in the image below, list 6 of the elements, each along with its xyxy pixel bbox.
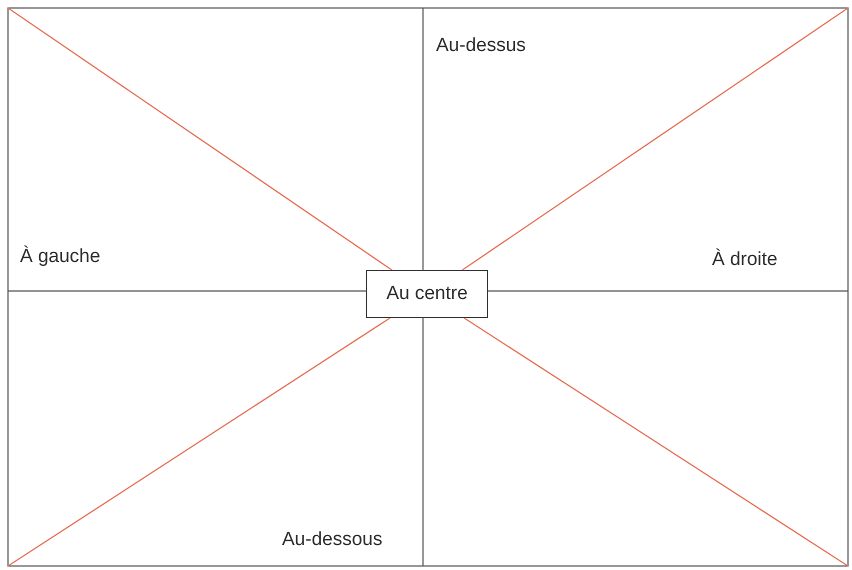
center-box [366,270,488,318]
position-label: À droite [712,248,778,272]
position-label: Au-dessous [282,528,382,552]
position-label: Au-dessus [436,34,526,58]
box-label: Au centre [386,282,468,306]
position-label: À gauche [20,244,100,269]
